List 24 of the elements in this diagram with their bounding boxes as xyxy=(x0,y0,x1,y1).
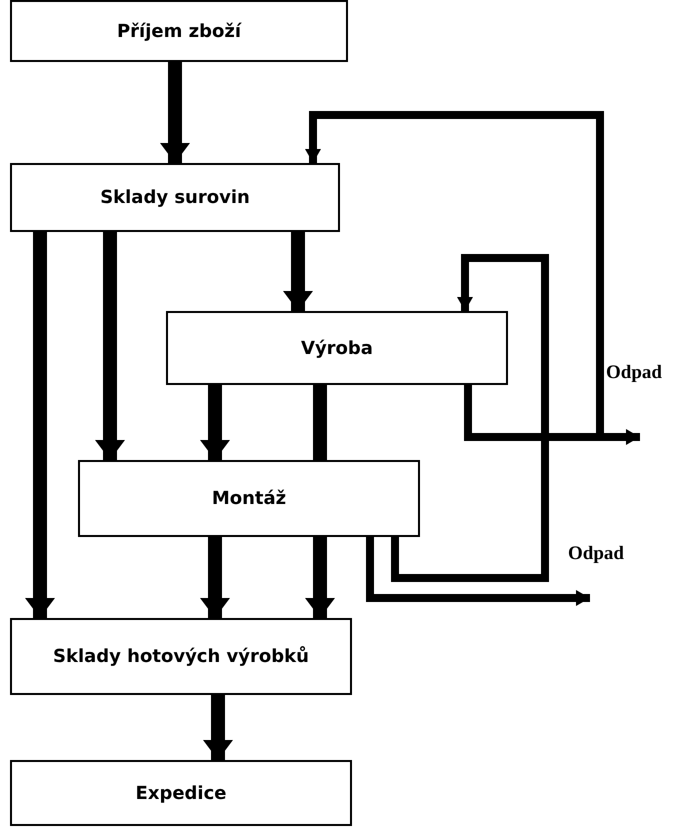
process-box xyxy=(78,460,420,537)
box-label: Sklady hotových výrobků xyxy=(53,646,309,667)
arrow xyxy=(200,385,230,460)
arrow xyxy=(200,537,230,618)
process-box xyxy=(10,0,348,62)
output-label: Odpad xyxy=(606,362,662,384)
box-label: Příjem zboží xyxy=(116,20,241,42)
box-label: Sklady surovin xyxy=(100,187,250,208)
box-label: Expedice xyxy=(136,782,226,804)
arrow xyxy=(25,232,55,618)
arrow xyxy=(95,232,125,460)
output-label: Odpad xyxy=(568,543,624,565)
arrow xyxy=(283,232,313,311)
box-label: Výroba xyxy=(301,338,373,358)
process-box xyxy=(166,311,508,385)
arrow xyxy=(203,695,233,760)
process-box xyxy=(10,618,352,695)
process-box xyxy=(10,163,340,232)
arrow xyxy=(391,254,549,582)
arrow xyxy=(160,62,190,163)
arrow xyxy=(366,537,590,606)
box-label: Montáž xyxy=(212,488,286,509)
process-box xyxy=(10,760,352,826)
arrow xyxy=(305,537,335,618)
